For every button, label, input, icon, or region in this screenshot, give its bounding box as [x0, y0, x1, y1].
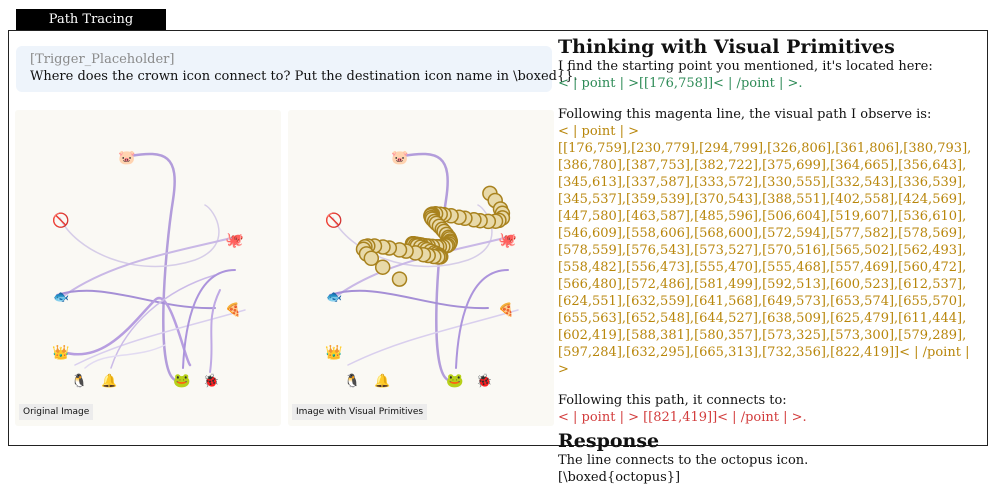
original-maze: 🐷 🚫 🐙 🐟 🍕 👑 🐧 🔔 🐸 🐞 — [52, 150, 246, 389]
start-point: < | point | >[[176,758]]< | /point | >. — [558, 76, 803, 91]
path-dot — [391, 271, 408, 287]
primitives-maze: 🐷 🚫 🐙 🐟 🍕 👑 🐧 🔔 🐸 🐞 — [325, 150, 519, 389]
octopus-icon: 🐙 — [498, 231, 517, 249]
bell-icon: 🔔 — [101, 373, 117, 389]
question-text: Where does the crown icon connect to? Pu… — [30, 69, 578, 84]
path-open-tag: < | point | > — [558, 124, 639, 139]
path-points: [[176,759],[230,779],[294,799],[326,806]… — [558, 141, 972, 377]
crown-icon: 👑 — [325, 344, 342, 361]
response-title: Response — [558, 430, 660, 452]
fish-icon: 🐟 — [53, 290, 69, 305]
pizza-icon: 🍕 — [225, 302, 241, 318]
end-text: Following this path, it connects to: — [558, 393, 787, 408]
no-entry-icon: 🚫 — [325, 212, 342, 229]
start-text: I find the starting point you mentioned,… — [558, 59, 933, 74]
primitives-image-caption: Image with Visual Primitives — [292, 404, 428, 420]
crown-icon: 👑 — [52, 344, 69, 361]
prompt-box: [Trigger_Placeholder] Where does the cro… — [16, 46, 578, 92]
bell-icon: 🔔 — [374, 373, 390, 389]
pig-icon: 🐷 — [118, 150, 135, 166]
penguin-icon: 🐧 — [71, 373, 87, 389]
path-dot — [363, 250, 380, 267]
no-entry-icon: 🚫 — [52, 212, 69, 229]
traced-path-dots — [355, 185, 511, 287]
answer-text: [\boxed{octopus}] — [558, 470, 681, 485]
trigger-placeholder: [Trigger_Placeholder] — [30, 52, 175, 67]
reasoning-title: Thinking with Visual Primitives — [558, 36, 895, 58]
ladybug-icon: 🐞 — [476, 373, 492, 389]
path-text: Following this magenta line, the visual … — [558, 107, 932, 122]
end-point: < | point | > [[821,419]]< | /point | >. — [558, 410, 807, 425]
fish-icon: 🐟 — [326, 290, 342, 305]
octopus-icon: 🐙 — [225, 231, 244, 249]
penguin-icon: 🐧 — [344, 373, 360, 389]
path-dot — [374, 259, 391, 275]
original-image-caption: Original Image — [19, 404, 94, 420]
reasoning-column: Thinking with Visual Primitives I find t… — [558, 36, 978, 486]
original-image-panel: 🐷 🚫 🐙 🐟 🍕 👑 🐧 🔔 🐸 🐞 Original Image — [15, 110, 281, 426]
pig-icon: 🐷 — [391, 150, 408, 166]
frog-icon: 🐸 — [446, 373, 463, 389]
pizza-icon: 🍕 — [498, 302, 514, 318]
response-text: The line connects to the octopus icon. — [558, 453, 809, 468]
section-tab: Path Tracing — [16, 9, 166, 31]
content-frame — [8, 30, 988, 446]
frog-icon: 🐸 — [173, 373, 190, 389]
primitives-image-panel: 🐷 🚫 🐙 🐟 🍕 👑 🐧 🔔 🐸 🐞 Image with Visual Pr… — [288, 110, 554, 426]
ladybug-icon: 🐞 — [203, 373, 219, 389]
